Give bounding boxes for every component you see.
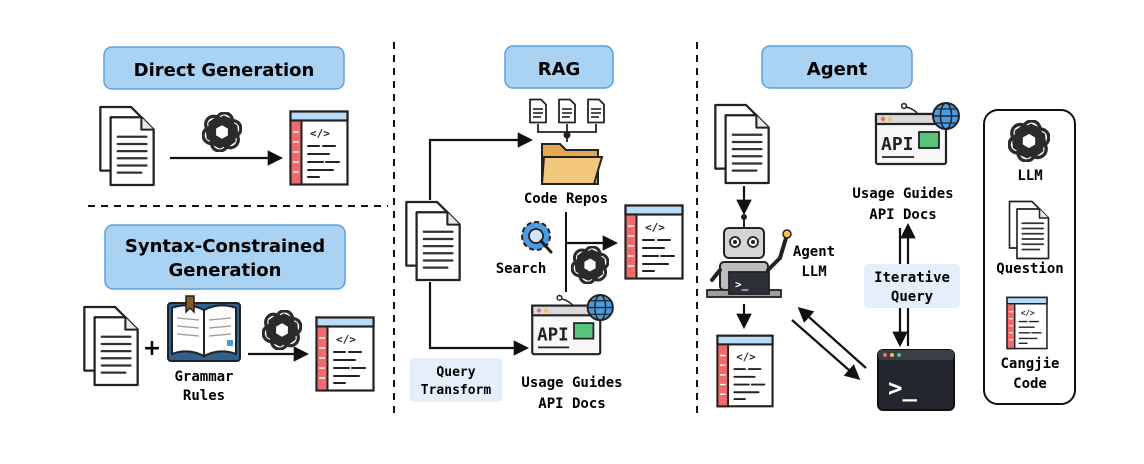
grammar-book-icon <box>167 295 241 362</box>
legend-question-label: Question <box>996 261 1063 277</box>
grammar-label-line2: Rules <box>183 388 225 404</box>
direct-question-doc-icon <box>99 105 155 187</box>
rag-usage-guides-label: Usage Guides <box>521 375 622 391</box>
agent-to-terminal-arrow <box>791 319 861 381</box>
rag-question-doc-icon <box>405 200 461 282</box>
rag-title: RAG <box>538 59 581 80</box>
iterative-query-line2: Query <box>891 289 934 305</box>
agent-code-file-icon <box>716 334 774 408</box>
legend-llm-label: LLM <box>1017 168 1042 184</box>
code-repos-label: Code Repos <box>524 191 608 207</box>
legend-code-line1: Cangjie <box>1000 356 1059 372</box>
rag-llm-knot-icon <box>569 246 612 284</box>
plus-sign: + <box>143 336 161 361</box>
direct-generation-header-box <box>103 46 345 90</box>
folder-icon <box>540 143 604 185</box>
syntax-question-doc-icon <box>83 305 139 387</box>
syntax-code-file-icon <box>315 316 375 392</box>
rag-api-doc-icon <box>531 293 614 356</box>
search-label: Search <box>496 261 547 277</box>
legend-panel: LLM Question Cangjie Code <box>983 109 1076 405</box>
agent-llm-line2: LLM <box>801 264 826 280</box>
agent-api-docs-label: API Docs <box>869 207 936 223</box>
search-gear-icon <box>521 221 553 254</box>
agent-llm-line1: Agent <box>793 244 835 260</box>
rag-code-file-icon <box>624 204 684 280</box>
rag-section: RAG Code Repos Search <box>405 45 684 412</box>
syntax-title-line2: Generation <box>169 260 282 281</box>
svg-text:>_: >_ <box>735 278 749 291</box>
repo-file-icon-1 <box>529 98 547 124</box>
iterative-query-box <box>864 264 960 308</box>
agent-section: Agent >_ Agent LLM > <box>706 45 961 411</box>
syntax-title-line1: Syntax-Constrained <box>125 236 325 257</box>
query-transform-line1: Query <box>436 365 475 380</box>
dividers <box>88 42 698 414</box>
query-transform-line2: Transform <box>421 383 492 398</box>
legend-code-file-icon <box>1006 296 1048 350</box>
rag-api-docs-label: API Docs <box>538 396 605 412</box>
agent-question-doc-icon <box>714 103 770 185</box>
syntax-header-box <box>104 224 346 290</box>
direct-generation-section: Direct Generation <box>99 46 349 187</box>
syntax-llm-knot-icon <box>259 310 304 350</box>
agent-api-doc-icon <box>874 101 961 166</box>
rag-branch-arrows <box>428 132 534 356</box>
terminal-icon: >_ <box>877 349 955 411</box>
direct-generation-title: Direct Generation <box>134 60 315 81</box>
terminal-prompt: >_ <box>888 374 917 402</box>
terminal-to-agent-arrow <box>797 306 867 369</box>
robot-icon: >_ <box>706 214 792 298</box>
agent-header-box <box>761 45 913 89</box>
repo-file-icon-2 <box>558 98 576 124</box>
legend-code-line2: Code <box>1013 376 1047 392</box>
query-transform-box <box>410 358 502 402</box>
direct-llm-knot-icon <box>199 112 244 152</box>
syntax-constrained-section: Syntax-Constrained Generation + Grammar … <box>83 224 375 404</box>
rag-header-box <box>504 45 614 89</box>
direct-code-file-icon <box>289 110 349 186</box>
agent-title: Agent <box>807 59 868 80</box>
repo-file-icon-3 <box>587 98 605 124</box>
agent-usage-guides-label: Usage Guides <box>852 186 953 202</box>
iterative-query-line1: Iterative <box>874 270 950 286</box>
repo-tree-lines <box>537 124 597 142</box>
grammar-label-line1: Grammar <box>174 369 233 385</box>
